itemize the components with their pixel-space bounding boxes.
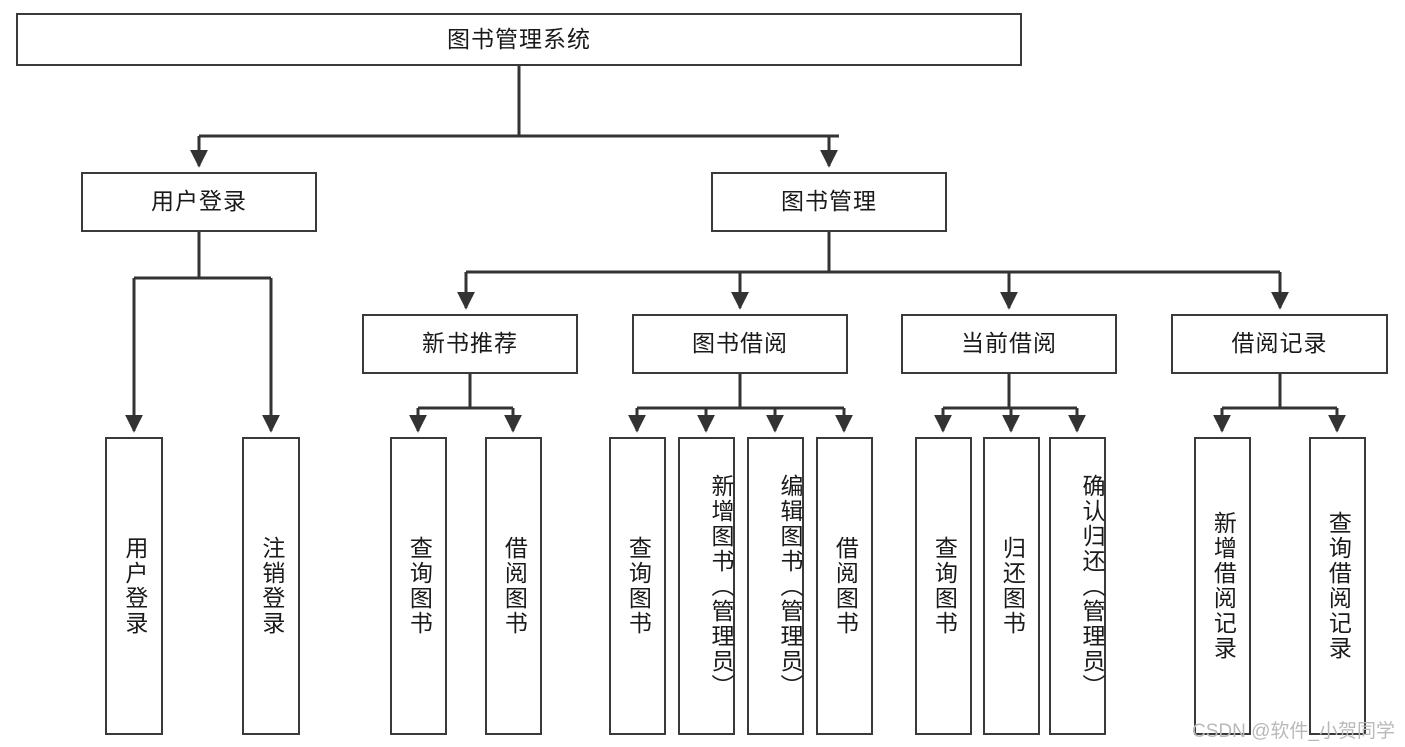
leaf-query-book-recommend[interactable]: 查询图书: [390, 437, 447, 735]
leaf-query-book-borrow[interactable]: 查询图书: [609, 437, 666, 735]
leaf-query-borrow-record[interactable]: 查询借阅记录: [1309, 437, 1366, 735]
node-current-borrow[interactable]: 当前借阅: [901, 314, 1117, 374]
leaf-confirm-return-admin[interactable]: 确认归还（管理员）: [1049, 437, 1106, 735]
leaf-borrow-book[interactable]: 借阅图书: [816, 437, 873, 735]
node-new-book-recommend[interactable]: 新书推荐: [362, 314, 578, 374]
leaf-query-book-current[interactable]: 查询图书: [915, 437, 972, 735]
leaf-user-login[interactable]: 用户登录: [105, 437, 163, 735]
node-book-borrow[interactable]: 图书借阅: [632, 314, 848, 374]
node-book-management[interactable]: 图书管理: [711, 172, 947, 232]
leaf-borrow-book-recommend[interactable]: 借阅图书: [485, 437, 542, 735]
leaf-return-book[interactable]: 归还图书: [983, 437, 1040, 735]
node-borrow-record[interactable]: 借阅记录: [1171, 314, 1388, 374]
leaf-logout[interactable]: 注销登录: [242, 437, 300, 735]
leaf-add-book-admin[interactable]: 新增图书（管理员）: [678, 437, 735, 735]
csdn-watermark: CSDN @软件_小贺同学: [1192, 721, 1395, 742]
leaf-edit-book-admin[interactable]: 编辑图书（管理员）: [747, 437, 804, 735]
node-root-system[interactable]: 图书管理系统: [16, 13, 1022, 66]
leaf-add-borrow-record[interactable]: 新增借阅记录: [1194, 437, 1251, 735]
node-user-login[interactable]: 用户登录: [81, 172, 317, 232]
